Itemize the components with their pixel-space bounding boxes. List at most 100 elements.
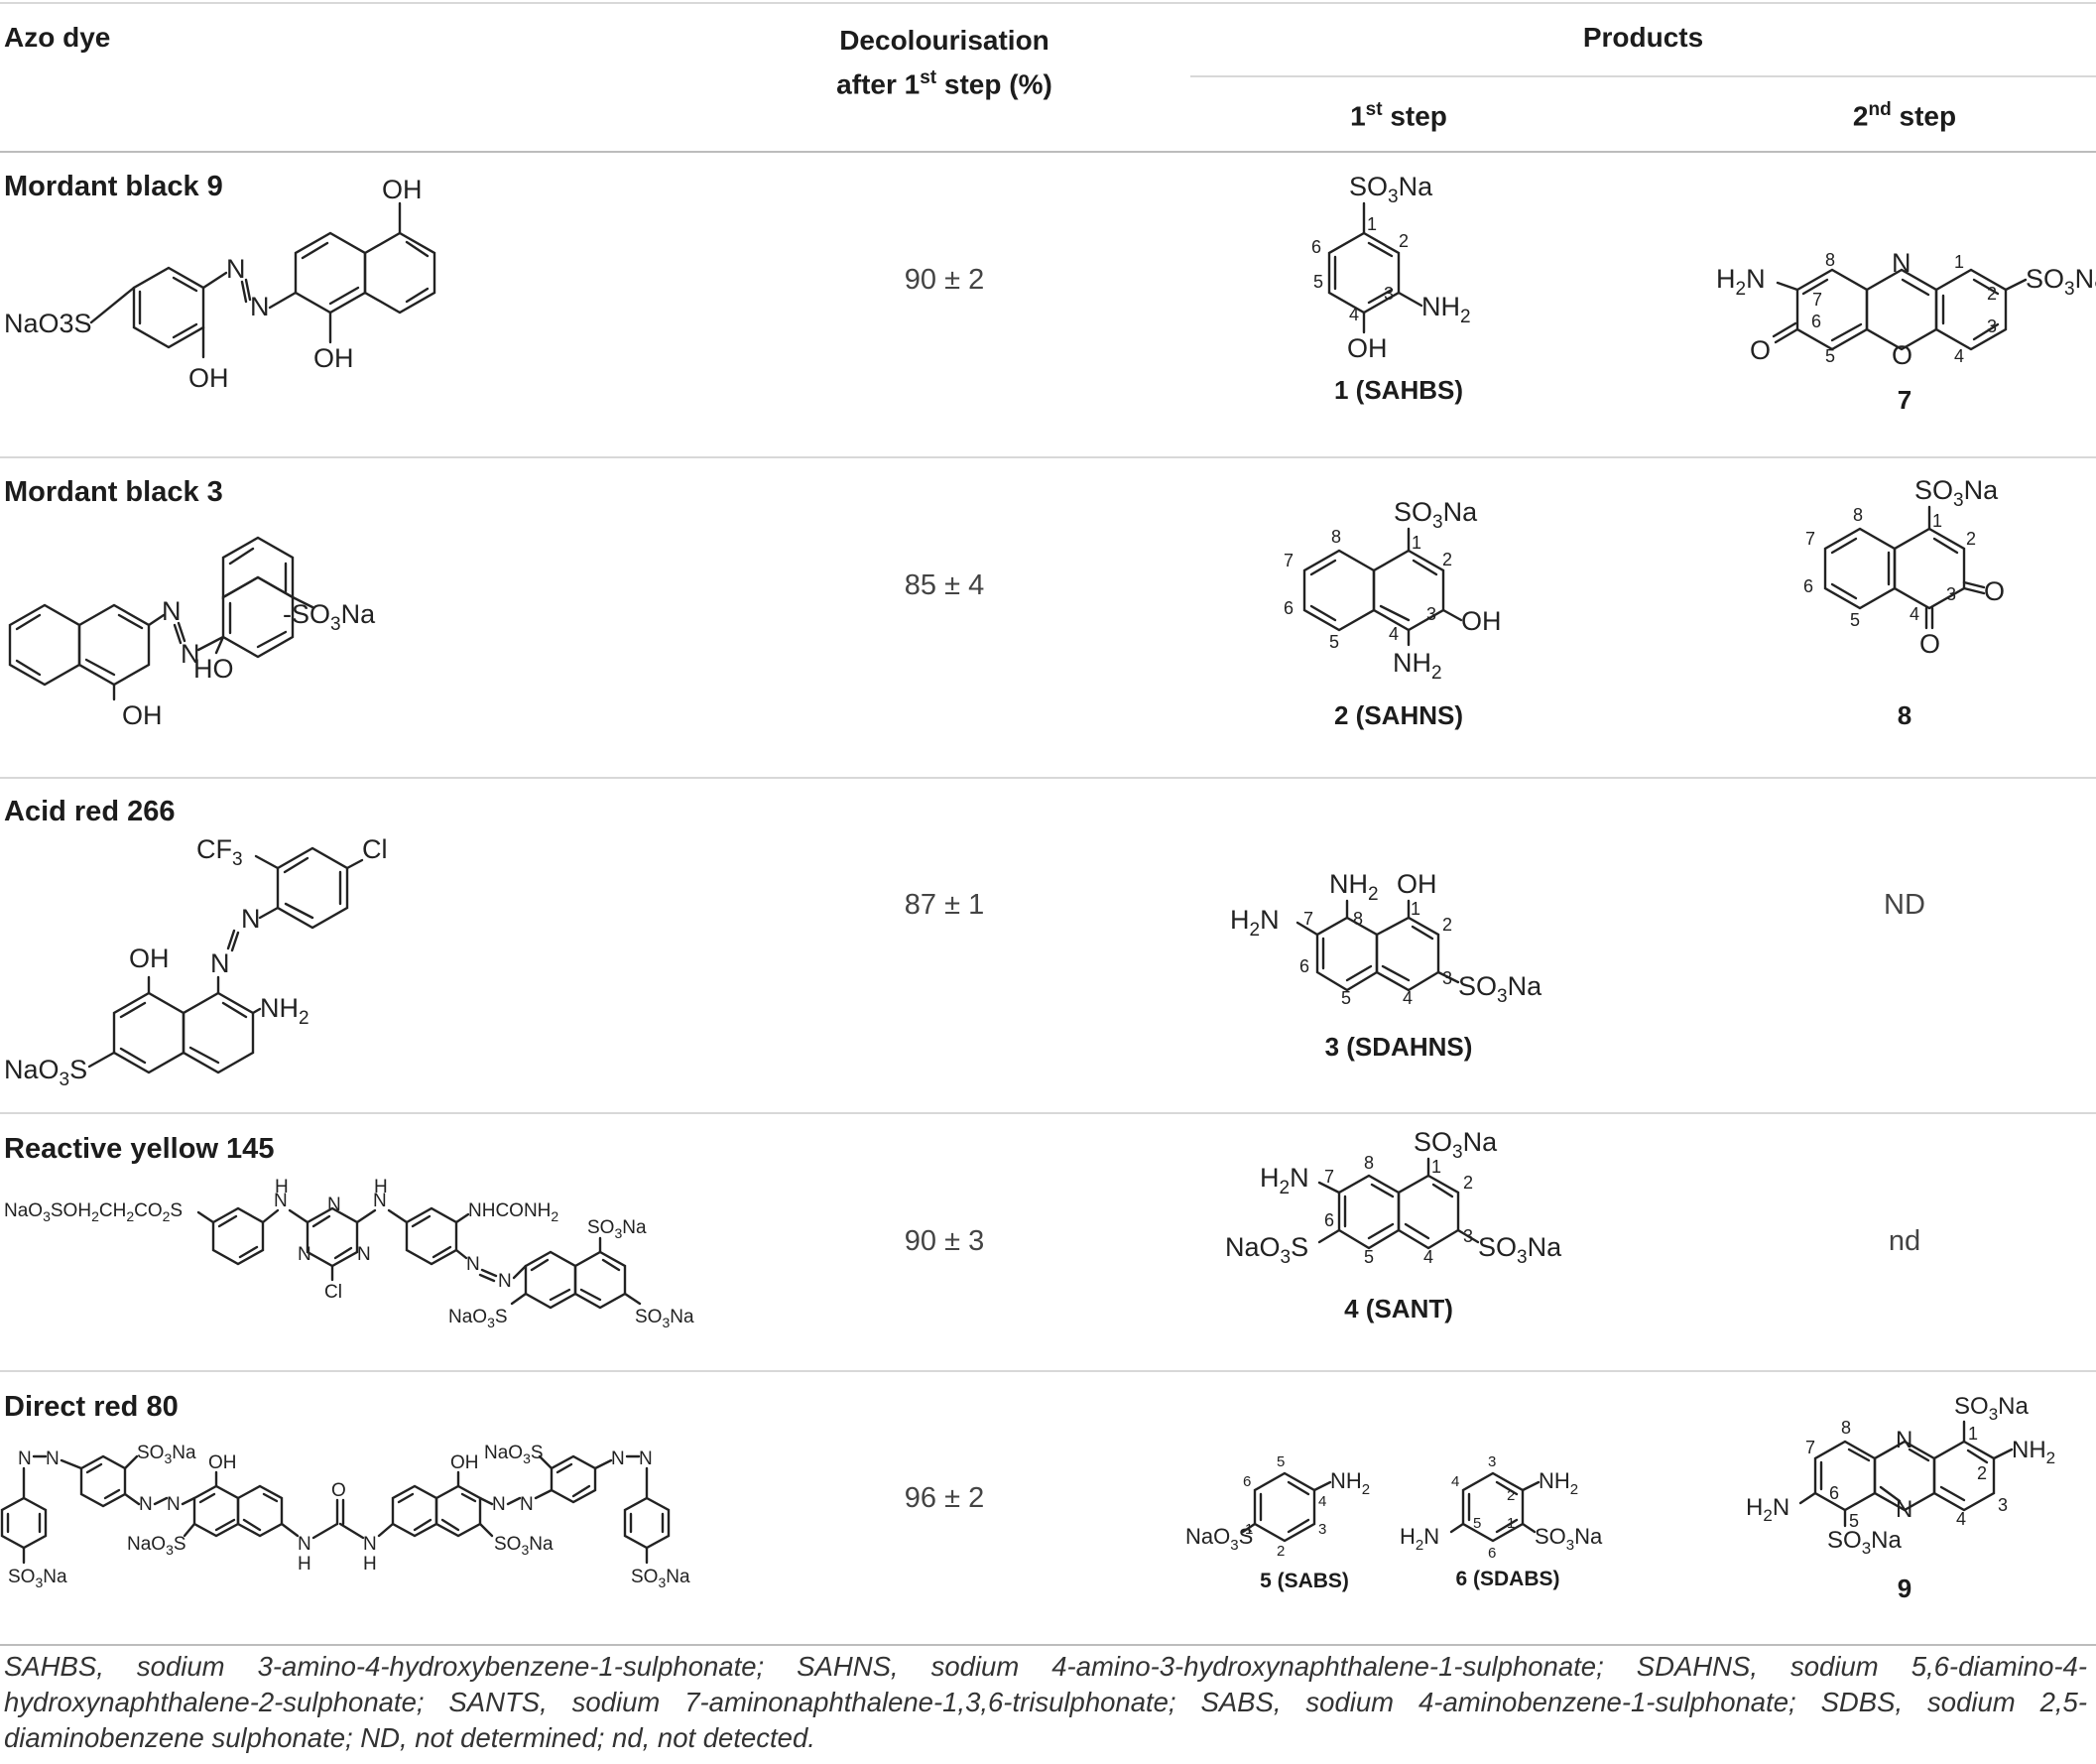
mb3-n1: N <box>162 596 182 626</box>
row-divider-4 <box>0 1370 2096 1372</box>
p9-n1: N <box>1896 1427 1912 1453</box>
ar266-oh: OH <box>129 944 170 973</box>
mb9-oh-label-3: OH <box>313 343 354 373</box>
sdabs-nh2: NH2 <box>1539 1468 1578 1498</box>
p9-n2: N <box>1896 1496 1912 1523</box>
svg-text:2: 2 <box>1977 1463 1987 1483</box>
row-divider-2 <box>0 777 2096 779</box>
svg-text:5: 5 <box>1329 632 1339 652</box>
step2-sup: nd <box>1868 99 1892 120</box>
sant-h2n: H2N <box>1260 1163 1309 1198</box>
sant-nao3s: NaO3S <box>1225 1232 1308 1268</box>
svg-text:1: 1 <box>1367 214 1377 234</box>
ar266-n1: N <box>241 904 261 934</box>
ry145-azo-n2: N <box>498 1271 512 1292</box>
svg-text:6: 6 <box>1803 576 1813 596</box>
reactive-yellow-145-structure: NaO3SOH2CH2CO2S H N N N N Cl H N NHCONH2… <box>4 1177 694 1330</box>
ry145-tn3: N <box>357 1244 371 1265</box>
sdahns-so3na: SO3Na <box>1458 971 1542 1007</box>
dr80-nao3s-1: NaO3S <box>127 1534 186 1558</box>
row2-product2-label: 8 <box>1897 700 1912 730</box>
svg-text:1: 1 <box>1245 1521 1253 1538</box>
svg-text:4: 4 <box>1956 1509 1966 1529</box>
p9-so3na-1: SO3Na <box>1954 1393 2029 1424</box>
row-divider-1 <box>0 456 2096 458</box>
row1-dye-name: Mordant black 9 <box>4 171 223 202</box>
dr80-nao3s-2: NaO3S <box>484 1443 544 1466</box>
table-bottom-rule <box>0 1644 2096 1646</box>
sahns-structure: SO3Na 1 2 3 4 5 6 7 8 OH NH2 <box>1284 497 1502 684</box>
direct-red-80-structure: N N SO3Na SO3Na N N OH NaO3S N H O N H O… <box>0 1443 690 1590</box>
header-step2: 2nd step <box>1706 99 2096 132</box>
row5-product2-label: 9 <box>1897 1574 1912 1603</box>
p7-o-ring: O <box>1892 340 1912 370</box>
svg-text:1: 1 <box>1932 511 1942 531</box>
sdabs-so3na: SO3Na <box>1535 1524 1603 1554</box>
svg-text:4: 4 <box>1451 1473 1459 1490</box>
header-decolourisation-line1: Decolourisation <box>839 25 1049 56</box>
svg-text:2: 2 <box>1507 1487 1515 1504</box>
sahns-oh: OH <box>1461 606 1502 636</box>
sahns-so3na: SO3Na <box>1394 497 1478 533</box>
header-bottom-rule <box>0 151 2096 153</box>
dr80-n1: N <box>18 1449 32 1469</box>
step1-num: 1 <box>1350 100 1366 132</box>
row1-product1-label: 1 (SAHBS) <box>1333 375 1463 405</box>
svg-text:7: 7 <box>1284 551 1294 570</box>
svg-text:2: 2 <box>1442 550 1452 569</box>
mb9-nao3s-label: NaO3S <box>4 309 92 338</box>
svg-text:1: 1 <box>1431 1157 1441 1177</box>
p7-o-keto: O <box>1750 335 1771 365</box>
svg-text:1: 1 <box>1954 252 1964 272</box>
svg-text:6: 6 <box>1324 1210 1334 1230</box>
svg-text:2: 2 <box>1442 915 1452 935</box>
ry145-nh2: N <box>373 1191 387 1211</box>
header-products: Products <box>1582 22 1704 53</box>
dr80-oh-1: OH <box>208 1452 237 1473</box>
svg-text:3: 3 <box>1426 604 1436 624</box>
ry145-h1: H <box>275 1177 289 1197</box>
sant-so3na-2: SO3Na <box>1478 1232 1562 1268</box>
header-azo-dye: Azo dye <box>4 22 111 53</box>
svg-text:7: 7 <box>1324 1167 1334 1187</box>
mb9-n2: N <box>250 292 270 321</box>
ry145-nhconh2: NHCONH2 <box>468 1200 558 1224</box>
row1-decolourisation: 90 ± 2 <box>904 264 985 296</box>
svg-text:5: 5 <box>1850 610 1860 630</box>
row3-dye-name: Acid red 266 <box>4 796 176 827</box>
mb9-oh-label-1: OH <box>188 363 229 393</box>
dr80-h2: H <box>363 1554 377 1575</box>
svg-text:4: 4 <box>1423 1247 1433 1267</box>
mordant-black-3-structure: OH N N -SO3Na HO <box>8 536 376 730</box>
dr80-n2: N <box>46 1449 60 1469</box>
table-footnote: SAHBS, sodium 3-amino-4-hydroxybenzene-1… <box>4 1651 2087 1753</box>
svg-text:2: 2 <box>1277 1543 1285 1560</box>
svg-text:5: 5 <box>1277 1453 1285 1470</box>
p8-o2: O <box>1919 629 1940 659</box>
ry145-h2: H <box>374 1177 388 1197</box>
dr80-n6: N <box>363 1534 377 1555</box>
dr80-oh-2: OH <box>450 1452 479 1473</box>
svg-text:7: 7 <box>1805 529 1815 549</box>
row2-decolourisation: 85 ± 4 <box>904 569 985 601</box>
svg-text:6: 6 <box>1488 1545 1496 1562</box>
header-decol-pre: after 1 <box>836 68 921 100</box>
dr80-o: O <box>331 1480 346 1501</box>
header-decol-sup: st <box>920 67 937 88</box>
ry145-nh1: N <box>274 1191 288 1211</box>
row2-product1-label: 2 (SAHNS) <box>1333 700 1463 730</box>
dr80-n7: N <box>492 1494 506 1515</box>
mb9-oh-label-2: OH <box>382 175 423 204</box>
ar266-nh2: NH2 <box>260 993 309 1029</box>
p8-so3na: SO3Na <box>1914 475 1999 511</box>
ry145-chain: NaO3SOH2CH2CO2S <box>4 1200 183 1224</box>
p9-nh2: NH2 <box>2012 1437 2055 1467</box>
svg-text:4: 4 <box>1349 305 1359 324</box>
svg-text:8: 8 <box>1853 505 1863 525</box>
svg-text:4: 4 <box>1910 604 1919 624</box>
sabs-structure: NH2 NaO3S 5 6 1 2 3 4 <box>1185 1453 1370 1560</box>
svg-text:3: 3 <box>1987 316 1997 336</box>
sahns-nh2: NH2 <box>1393 648 1442 684</box>
sdabs-structure: NH2 SO3Na H2N 3 4 5 6 1 2 <box>1400 1453 1603 1562</box>
dr80-so3na-2: SO3Na <box>137 1443 196 1466</box>
